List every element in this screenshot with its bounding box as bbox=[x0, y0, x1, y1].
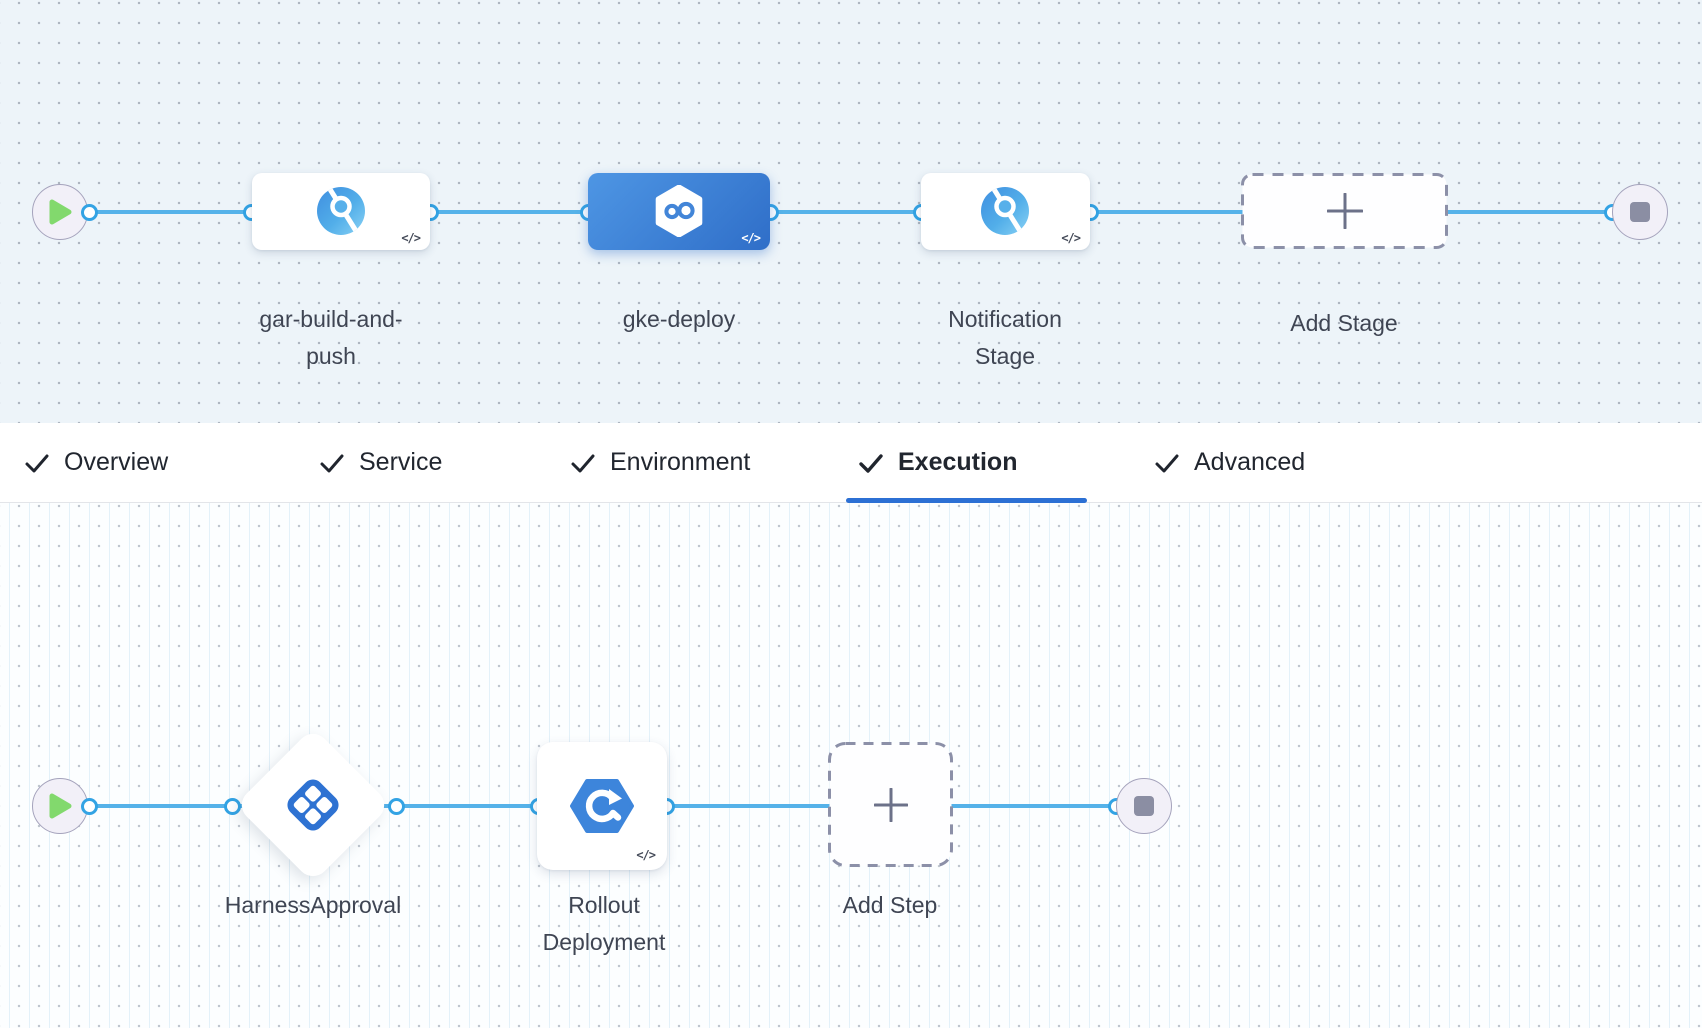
stage-config-tabbar: Overview Service Environment Execution A bbox=[0, 423, 1702, 503]
play-icon bbox=[49, 199, 72, 225]
yaml-toggle[interactable]: </> bbox=[741, 231, 761, 245]
stage-node-gar-build-and-push[interactable]: </> bbox=[252, 173, 430, 250]
tab-label: Overview bbox=[64, 448, 169, 476]
execution-canvas[interactable]: </> HarnessApproval Rollout Deployment A… bbox=[0, 503, 1702, 1028]
tab-advanced[interactable]: Advanced bbox=[1154, 423, 1305, 502]
add-step-button[interactable] bbox=[828, 742, 953, 867]
yaml-toggle[interactable]: </> bbox=[401, 231, 421, 245]
stage-label: gke-deploy bbox=[622, 306, 736, 332]
tab-label: Service bbox=[359, 448, 443, 476]
yaml-toggle[interactable]: </> bbox=[1061, 231, 1081, 245]
pipeline-start-node bbox=[32, 184, 88, 240]
tab-execution[interactable]: Execution bbox=[858, 423, 1017, 502]
tab-service[interactable]: Service bbox=[319, 423, 442, 502]
port[interactable] bbox=[387, 797, 405, 815]
stage-node-notification-stage[interactable]: </> bbox=[921, 173, 1090, 250]
add-stage-button[interactable] bbox=[1241, 173, 1448, 249]
step-node-rollout-deployment[interactable]: </> bbox=[537, 742, 667, 870]
port[interactable] bbox=[80, 797, 98, 815]
step-label: Rollout Deployment bbox=[542, 892, 666, 955]
execution-end-node bbox=[1116, 778, 1172, 834]
custom-stage-icon bbox=[317, 187, 365, 235]
plus-icon bbox=[873, 787, 908, 822]
tab-label: Advanced bbox=[1194, 448, 1306, 476]
active-tab-underline bbox=[846, 498, 1087, 503]
gke-rollout-icon bbox=[570, 779, 634, 833]
check-icon bbox=[1155, 454, 1179, 472]
add-step-label: Add Step bbox=[842, 892, 938, 918]
check-icon bbox=[859, 453, 883, 473]
check-icon bbox=[571, 454, 595, 472]
stage-canvas[interactable]: </> </> bbox=[0, 0, 1702, 423]
execution-start-node bbox=[32, 778, 88, 834]
tab-overview[interactable]: Overview bbox=[24, 423, 168, 502]
stage-connector-line bbox=[60, 210, 1640, 214]
tab-label: Execution bbox=[898, 448, 1018, 476]
stage-label: Notification Stage bbox=[948, 306, 1062, 369]
play-icon bbox=[49, 793, 72, 819]
custom-stage-icon bbox=[981, 187, 1029, 235]
pipeline-end-node bbox=[1612, 184, 1668, 240]
stage-label: gar-build-and-push bbox=[259, 306, 403, 369]
plus-icon bbox=[1326, 193, 1363, 229]
harness-approval-icon bbox=[287, 779, 339, 831]
cd-stage-icon bbox=[655, 185, 703, 237]
stop-icon bbox=[1134, 796, 1154, 816]
add-stage-label: Add Stage bbox=[1290, 310, 1398, 336]
tab-environment[interactable]: Environment bbox=[570, 423, 750, 502]
stage-node-gke-deploy[interactable]: </> bbox=[588, 173, 770, 250]
check-icon bbox=[320, 454, 344, 472]
yaml-toggle[interactable]: </> bbox=[636, 848, 656, 862]
port[interactable] bbox=[223, 797, 241, 815]
step-label: HarnessApproval bbox=[224, 892, 402, 918]
port[interactable] bbox=[80, 203, 98, 221]
tab-label: Environment bbox=[610, 448, 751, 476]
stop-icon bbox=[1630, 202, 1650, 222]
check-icon bbox=[25, 454, 49, 472]
